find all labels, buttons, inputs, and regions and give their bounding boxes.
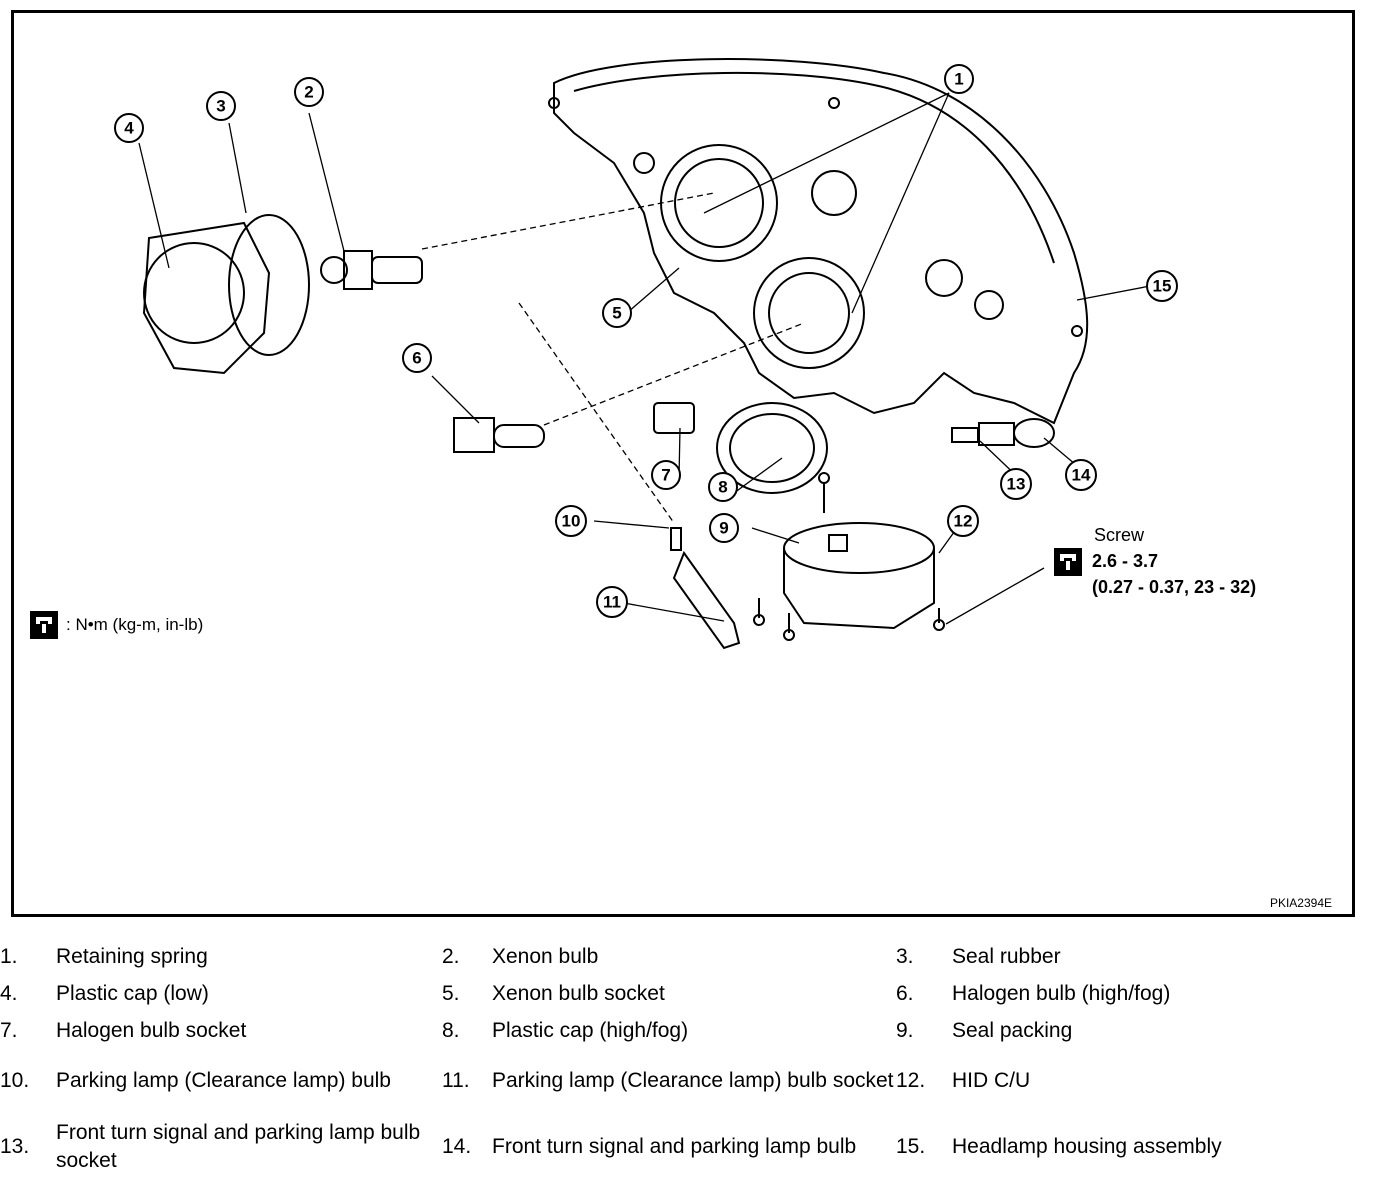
svg-text:3: 3 — [216, 97, 225, 116]
screws — [753, 472, 945, 641]
part-number: 3. — [896, 944, 914, 968]
callout-4: 4 — [114, 113, 144, 143]
part-name: Front turn signal and parking lamp bulb … — [56, 1121, 421, 1172]
part-number: 6. — [896, 981, 914, 1005]
screw-torque-nm: 2.6 - 3.7 — [1092, 551, 1159, 571]
headlamp-housing — [553, 58, 1089, 425]
callout-11: 11 — [596, 586, 628, 618]
svg-text:2: 2 — [304, 83, 313, 102]
figure-id: PKIA2394E — [1269, 896, 1332, 910]
svg-text:1: 1 — [954, 70, 963, 89]
svg-text:11: 11 — [603, 593, 621, 612]
part-name: Seal rubber — [952, 944, 1061, 968]
part-name: Seal packing — [952, 1018, 1073, 1042]
part-number: 1. — [0, 944, 18, 968]
svg-text:14: 14 — [1072, 466, 1091, 485]
callout-7: 7 — [651, 460, 681, 490]
callout-2: 2 — [294, 77, 324, 107]
part-name: Halogen bulb (high/fog) — [952, 981, 1171, 1005]
part-number: 4. — [0, 981, 18, 1005]
svg-text:7: 7 — [661, 466, 670, 485]
svg-text:15: 15 — [1153, 277, 1172, 296]
callout-1: 1 — [944, 64, 974, 94]
seal-rubber — [228, 214, 310, 356]
halogen-opening — [753, 257, 865, 369]
part-name: Xenon bulb socket — [492, 981, 665, 1005]
part-name: HID C/U — [952, 1069, 1031, 1092]
part-number: 15. — [896, 1135, 926, 1158]
callout-6: 6 — [402, 343, 432, 373]
part-name: Plastic cap (high/fog) — [492, 1018, 689, 1042]
callout-10: 10 — [555, 505, 587, 537]
part-name: Halogen bulb socket — [56, 1018, 247, 1042]
callout-15: 15 — [1146, 270, 1178, 302]
part-number: 2. — [442, 944, 460, 968]
callout-3: 3 — [206, 91, 236, 121]
parts-legend: 1. Retaining spring 2. Xenon bulb 3. Sea… — [0, 938, 1222, 1181]
callout-5: 5 — [602, 298, 632, 328]
svg-text:6: 6 — [412, 349, 421, 368]
part-number: 7. — [0, 1018, 18, 1042]
part-number: 10. — [0, 1069, 30, 1092]
svg-text:10: 10 — [562, 512, 581, 531]
svg-text:8: 8 — [718, 478, 727, 497]
diagram-frame: 1 2 3 4 5 6 7 8 9 10 11 12 13 14 15 : N•… — [11, 10, 1355, 917]
hid-control-unit — [783, 522, 935, 630]
callout-9: 9 — [709, 513, 739, 543]
svg-text:4: 4 — [124, 119, 134, 138]
xenon-opening — [660, 144, 778, 262]
legend-row: 4. Plastic cap (low) 5. Xenon bulb socke… — [0, 975, 1222, 1012]
screw-torque-spec: Screw 2.6 - 3.7 (0.27 - 0.37, 23 - 32) — [1054, 525, 1256, 600]
svg-text:12: 12 — [954, 512, 973, 531]
part-name: Parking lamp (Clearance lamp) bulb — [56, 1069, 391, 1092]
part-number: 8. — [442, 1018, 460, 1042]
part-number: 11. — [442, 1069, 470, 1092]
exploded-headlamp-drawing: 1 2 3 4 5 6 7 8 9 10 11 12 13 14 15 — [114, 58, 1178, 650]
part-number: 5. — [442, 981, 460, 1005]
halogen-bulb — [453, 417, 545, 453]
legend-row: 1. Retaining spring 2. Xenon bulb 3. Sea… — [0, 938, 1222, 975]
part-name: Front turn signal and parking lamp bulb — [492, 1135, 857, 1158]
svg-text:9: 9 — [719, 519, 728, 538]
part-number: 12. — [896, 1069, 926, 1092]
callout-8: 8 — [708, 472, 738, 502]
plastic-cap-high-fog — [716, 402, 828, 494]
part-number: 13. — [0, 1135, 30, 1158]
legend-row: 7. Halogen bulb socket 8. Plastic cap (h… — [0, 1012, 1222, 1049]
plastic-cap-low — [142, 221, 271, 375]
screw-torque-alt: (0.27 - 0.37, 23 - 32) — [1092, 577, 1257, 597]
legend-row: 13. Front turn signal and parking lamp b… — [0, 1113, 1222, 1181]
torque-wrench-icon — [30, 611, 58, 639]
part-name: Xenon bulb — [492, 944, 599, 968]
svg-text:5: 5 — [612, 304, 621, 323]
part-number: 14. — [442, 1135, 472, 1158]
callout-13: 13 — [1000, 468, 1032, 500]
torque-wrench-icon — [1054, 548, 1082, 576]
callout-12: 12 — [947, 505, 979, 537]
part-name: Headlamp housing assembly — [952, 1135, 1222, 1158]
torque-unit-label: : N•m (kg-m, in-lb) — [66, 615, 204, 634]
svg-text:13: 13 — [1007, 475, 1026, 494]
callout-14: 14 — [1065, 459, 1097, 491]
halogen-bulb-socket — [653, 402, 695, 434]
legend-row: 10. Parking lamp (Clearance lamp) bulb 1… — [0, 1049, 1222, 1113]
turn-signal-bulb — [951, 418, 1055, 448]
xenon-bulb — [320, 250, 423, 290]
part-number: 9. — [896, 1018, 914, 1042]
part-name: Retaining spring — [56, 944, 208, 968]
torque-unit-legend: : N•m (kg-m, in-lb) — [30, 611, 203, 639]
screw-label: Screw — [1094, 525, 1145, 545]
part-name: Plastic cap (low) — [56, 981, 209, 1005]
part-name: Parking lamp (Clearance lamp) bulb socke… — [492, 1069, 894, 1092]
parking-lamp-bulb-and-socket — [670, 527, 741, 650]
